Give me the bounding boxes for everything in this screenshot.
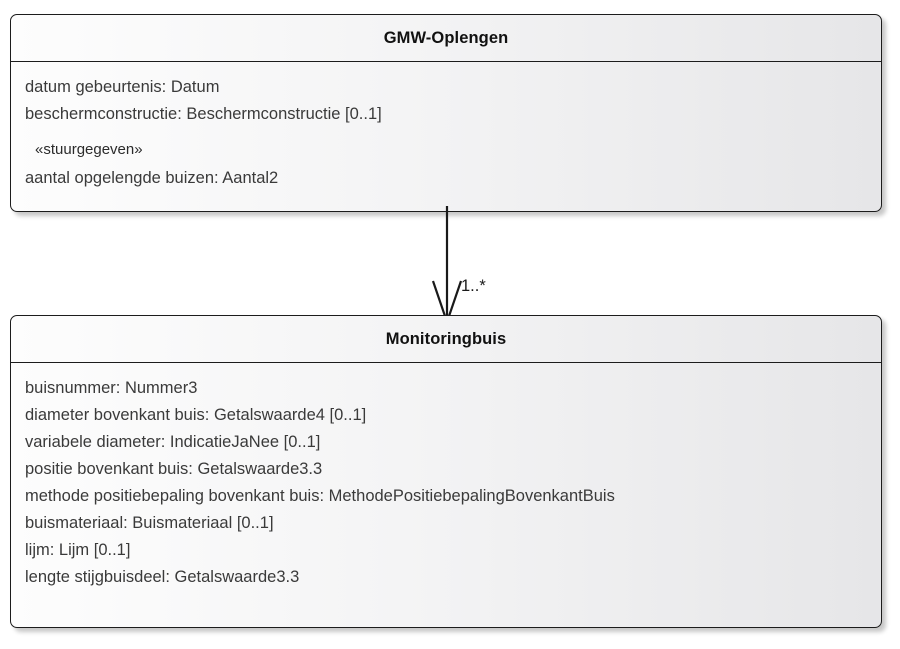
uml-class-monitoringbuis[interactable]: Monitoringbuis buisnummer: Nummer3 diame… <box>10 315 882 628</box>
uml-attribute: aantal opgelengde buizen: Aantal2 <box>25 169 279 187</box>
uml-class-gmw-oplengen[interactable]: GMW-Oplengen datum gebeurtenis: Datum be… <box>10 14 882 212</box>
uml-attribute: lijm: Lijm [0..1] <box>25 541 131 559</box>
uml-attribute: buisnummer: Nummer3 <box>25 379 198 397</box>
uml-attribute: variabele diameter: IndicatieJaNee [0..1… <box>25 433 321 451</box>
uml-class-name-monitoringbuis: Monitoringbuis <box>11 316 881 363</box>
uml-attribute: datum gebeurtenis: Datum <box>25 78 220 96</box>
uml-attribute: methode positiebepaling bovenkant buis: … <box>25 487 615 505</box>
association-connector <box>431 206 463 324</box>
uml-attribute: positie bovenkant buis: Getalswaarde3.3 <box>25 460 323 478</box>
uml-stereotype-label: «stuurgegeven» <box>35 141 143 158</box>
uml-attribute-compartment-monitoringbuis: buisnummer: Nummer3 diameter bovenkant b… <box>11 363 881 603</box>
uml-attribute: buismateriaal: Buismateriaal [0..1] <box>25 514 274 532</box>
uml-attribute: beschermconstructie: Beschermconstructie… <box>25 105 382 123</box>
association-multiplicity-label: 1..* <box>461 277 486 295</box>
uml-attribute: diameter bovenkant buis: Getalswaarde4 [… <box>25 406 367 424</box>
uml-attribute: lengte stijgbuisdeel: Getalswaarde3.3 <box>25 568 300 586</box>
uml-attribute-compartment-gmw-oplengen: datum gebeurtenis: Datum beschermconstru… <box>11 62 881 204</box>
uml-class-name-gmw-oplengen: GMW-Oplengen <box>11 15 881 62</box>
